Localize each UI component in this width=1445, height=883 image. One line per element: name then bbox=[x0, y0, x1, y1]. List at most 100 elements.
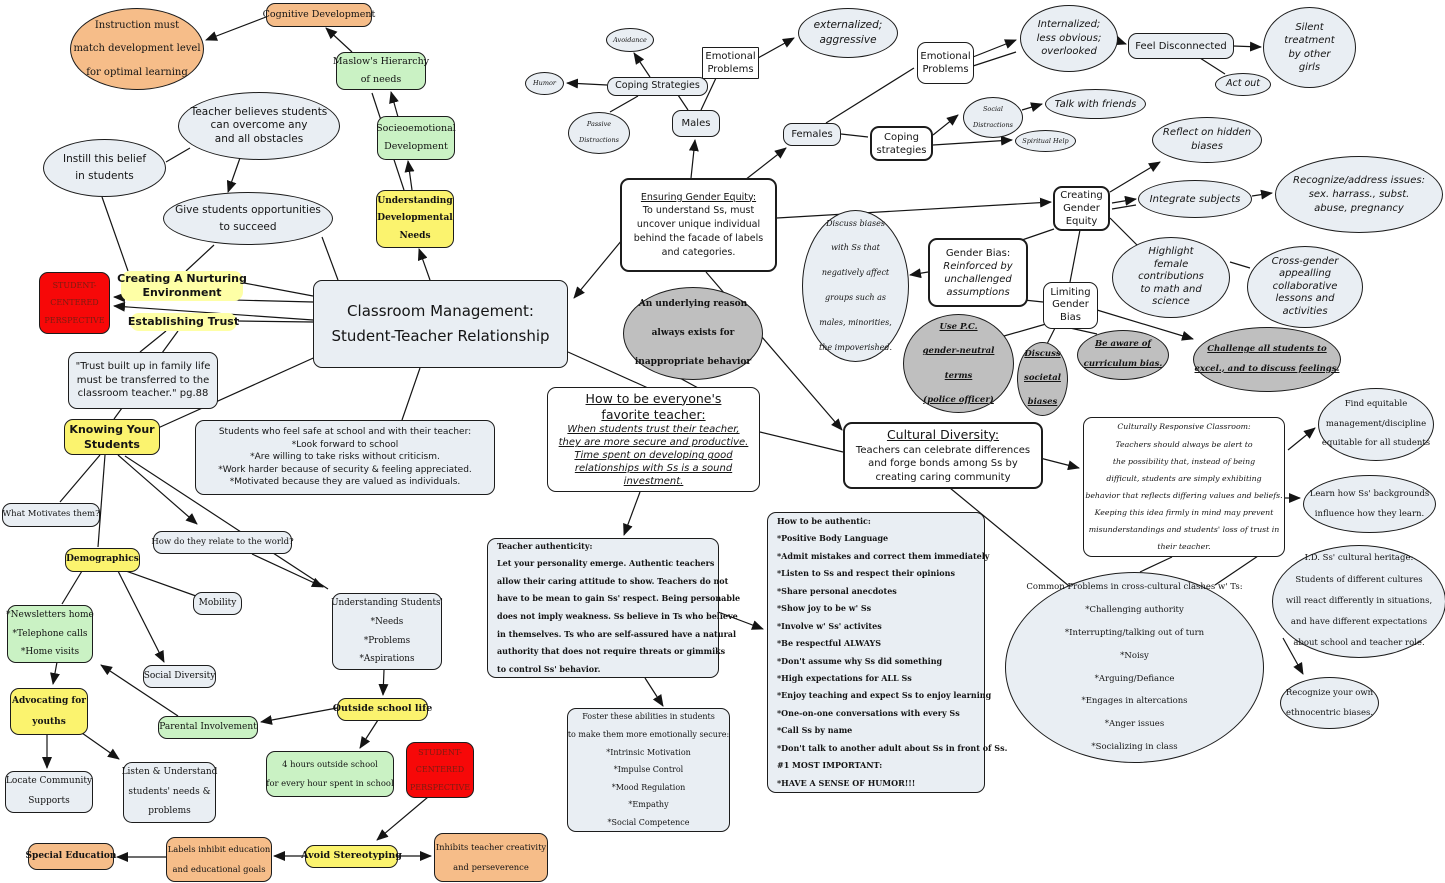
node-home-outreach[interactable]: *Newsletters home*Telephone calls*Home v… bbox=[6, 605, 94, 663]
node-internalized[interactable]: Internalized;less obvious;overlooked bbox=[1020, 5, 1118, 72]
node-talk-with-friends[interactable]: Talk with friends bbox=[1045, 89, 1146, 119]
node-teacher-authenticity-text: authority that does not require threats … bbox=[497, 646, 726, 657]
node-establishing-trust[interactable]: Establishing Trust bbox=[128, 313, 239, 331]
node-ensuring-gender-equity[interactable]: Ensuring Gender Equity:To understand Ss,… bbox=[620, 178, 777, 272]
edge-line bbox=[251, 553, 324, 588]
node-id-cultural-heritage-text: I.D. Ss' cultural heritage: bbox=[1304, 553, 1414, 564]
node-teacher-authenticity-text: in themselves. Ts who are self-assured h… bbox=[497, 628, 736, 639]
node-give-students-opportunities-text: Give students opportunities bbox=[175, 203, 321, 216]
edge-line bbox=[633, 52, 651, 78]
node-understanding-students[interactable]: Understanding Students'*Needs*Problems*A… bbox=[331, 593, 443, 670]
node-externalized-aggressive[interactable]: externalized;aggressive bbox=[798, 8, 898, 58]
node-parental-involvement[interactable]: Parental Involvement bbox=[158, 716, 258, 739]
node-students-who-feel-safe[interactable]: Students who feel safe at school and wit… bbox=[195, 420, 495, 495]
node-cognitive-development-text: Cognitive Development bbox=[262, 8, 376, 20]
node-special-education[interactable]: Special Education bbox=[26, 843, 116, 870]
node-mobility[interactable]: Mobility bbox=[193, 592, 242, 615]
node-avoidance[interactable]: Avoidance bbox=[606, 28, 654, 52]
node-foster-abilities-text: *Impulse Control bbox=[613, 765, 684, 775]
node-avoid-stereotyping[interactable]: Avoid Stereotyping bbox=[301, 845, 402, 868]
node-culturally-responsive-classroom[interactable]: Culturally Responsive Classroom:Teachers… bbox=[1083, 417, 1285, 557]
node-how-to-be-authentic[interactable]: How to be authentic:*Positive Body Langu… bbox=[767, 512, 1007, 793]
node-teacher-authenticity-text: does not imply weakness. Ss believe in T… bbox=[497, 611, 738, 621]
node-feel-disconnected[interactable]: Feel Disconnected bbox=[1128, 33, 1234, 59]
node-integrate-subjects[interactable]: Integrate subjects bbox=[1138, 180, 1252, 218]
node-what-motivates-them[interactable]: What Motivates them? bbox=[2, 503, 100, 527]
node-culturally-responsive-classroom-text: behavior that reflects differing values … bbox=[1085, 491, 1283, 500]
node-demographics[interactable]: Demographics bbox=[65, 548, 140, 572]
edge-line bbox=[378, 669, 389, 696]
edge-line bbox=[165, 147, 191, 163]
node-males[interactable]: Males bbox=[672, 110, 720, 137]
node-student-centered-perspective-top-text: PERSPECTIVE bbox=[44, 315, 105, 325]
node-main-topic[interactable]: Classroom Management:Student-Teacher Rel… bbox=[313, 280, 568, 368]
node-how-to-be-authentic-text: *One-on-one conversations with every Ss bbox=[777, 707, 960, 718]
node-teacher-authenticity-text: to control Ss' behavior. bbox=[497, 663, 601, 674]
node-understanding-students-text: *Aspirations bbox=[359, 654, 415, 665]
node-social-diversity[interactable]: Social Diversity bbox=[143, 665, 216, 688]
node-how-to-be-authentic-text: *Show joy to be w' Ss bbox=[777, 603, 872, 614]
node-cognitive-development[interactable]: Cognitive Development bbox=[263, 3, 375, 27]
node-id-cultural-heritage-text: and have different expectations bbox=[1290, 617, 1428, 628]
node-humor[interactable]: Humor bbox=[525, 72, 564, 95]
node-outside-school-life[interactable]: Outside school life bbox=[333, 698, 432, 721]
node-cultural-diversity[interactable]: Cultural Diversity:Teachers can celebrat… bbox=[843, 422, 1043, 489]
node-how-relate-to-world[interactable]: How do they relate to the world? bbox=[151, 531, 294, 554]
node-spiritual-help[interactable]: Spiritual Help bbox=[1015, 130, 1076, 152]
node-discuss-societal-biases-text: Discuss bbox=[1024, 349, 1061, 360]
node-id-cultural-heritage[interactable]: I.D. Ss' cultural heritage:Students of d… bbox=[1272, 545, 1445, 658]
node-coping-strategies-males[interactable]: Coping Strategies bbox=[607, 77, 708, 96]
node-home-outreach-text: *Home visits bbox=[20, 647, 80, 658]
edge-line bbox=[744, 147, 787, 181]
node-common-problems-cross-cultural-text: Common Problems in cross-cultural clashe… bbox=[1026, 581, 1243, 592]
node-females[interactable]: Females bbox=[783, 123, 841, 146]
edge-line bbox=[717, 611, 764, 630]
node-common-problems-cross-cultural[interactable]: Common Problems in cross-cultural clashe… bbox=[1005, 572, 1264, 763]
node-recognize-address-issues[interactable]: Recognize/address issues:sex. harrass., … bbox=[1275, 156, 1443, 233]
node-teacher-authenticity[interactable]: Teacher authenticity:Let your personalit… bbox=[487, 538, 740, 678]
node-labels-inhibit-text: Labels inhibit education bbox=[167, 844, 271, 855]
node-act-out[interactable]: Act out bbox=[1215, 73, 1271, 96]
